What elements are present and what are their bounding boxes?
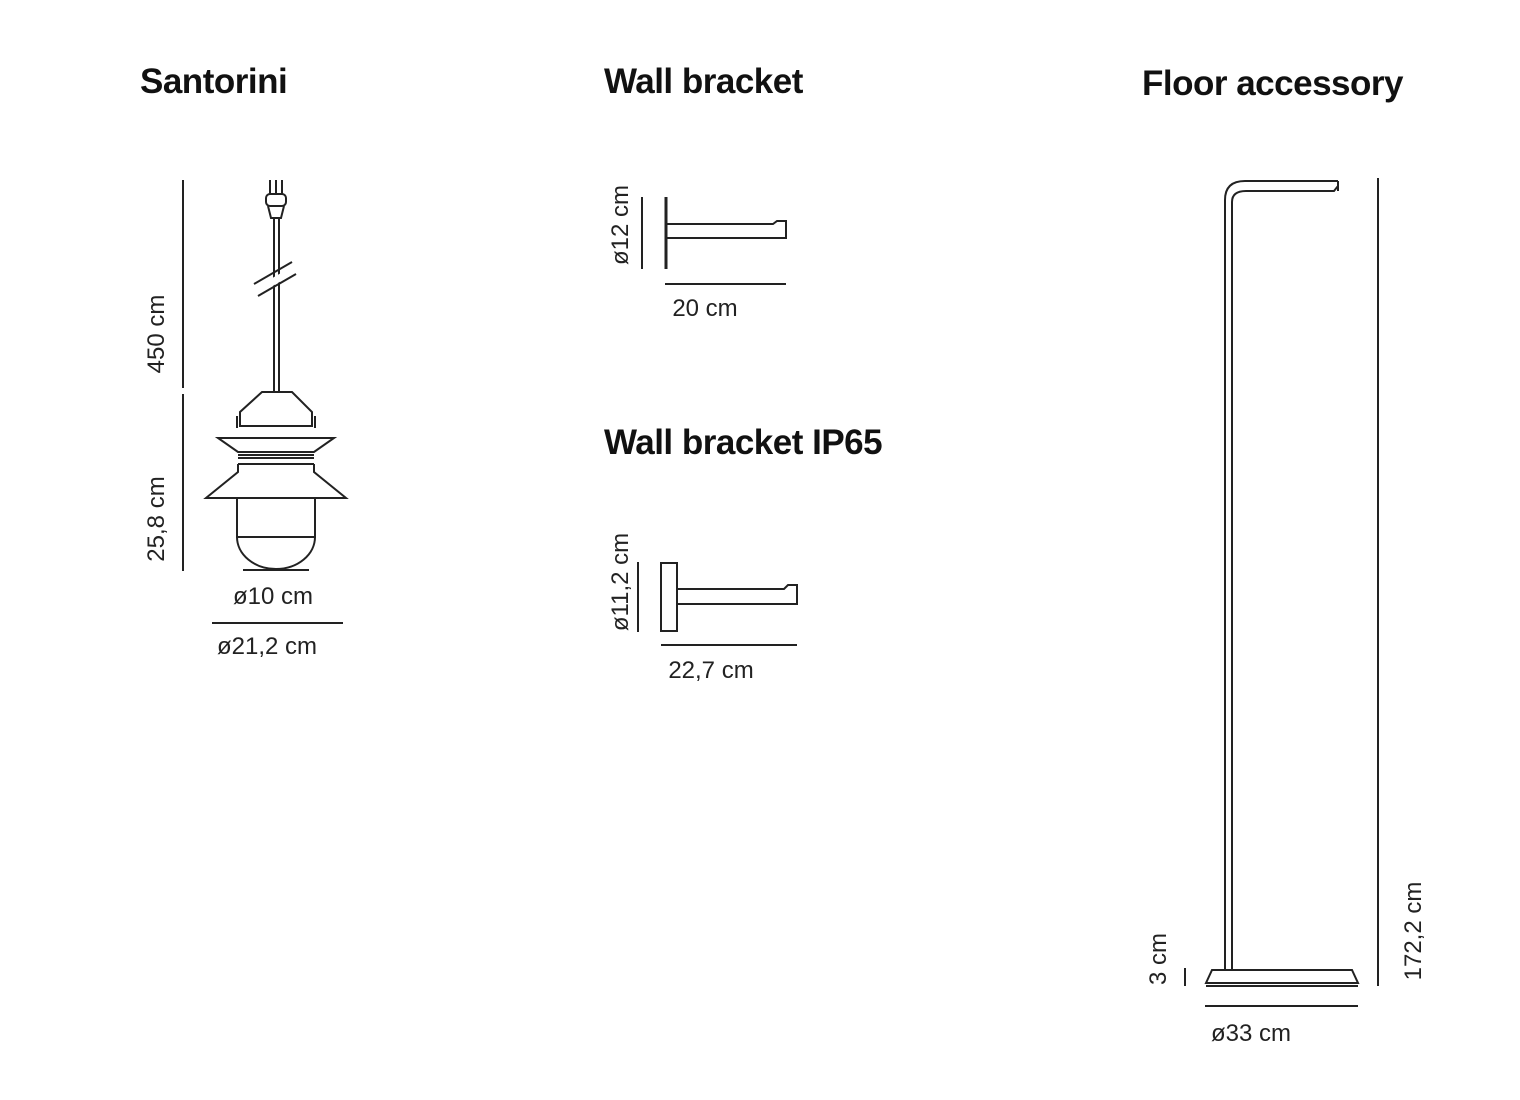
santorini-lamp-height-label: 25,8 cm [143, 476, 170, 562]
wall-bracket-ip65-depth-label: 22,7 cm [668, 657, 754, 684]
santorini-diffuser-diameter-label: ø10 cm [232, 583, 314, 610]
wall-bracket-ip65-diameter-label: ø11,2 cm [607, 532, 634, 632]
wall-bracket-title: Wall bracket [604, 62, 803, 101]
plug-icon [265, 180, 287, 219]
santorini-shade-diameter-label: ø21,2 cm [216, 633, 318, 660]
lamp-body [203, 391, 349, 571]
santorini-title: Santorini [140, 62, 288, 101]
wall-bracket-depth-label: 20 cm [672, 295, 738, 322]
wall-bracket-ip65-title: Wall bracket IP65 [604, 423, 883, 462]
cable [253, 218, 297, 392]
floor-total-height-label: 172,2 cm [1400, 881, 1427, 981]
floor-accessory-drawing [1184, 178, 1379, 1007]
wall-bracket-diameter-label: ø12 cm [607, 184, 634, 266]
santorini-cable-height-label: 450 cm [143, 294, 170, 374]
wall-bracket-ip65-drawing [637, 562, 798, 646]
floor-accessory-title: Floor accessory [1142, 64, 1403, 103]
santorini-drawing [182, 180, 349, 624]
floor-base-diameter-label: ø33 cm [1210, 1020, 1292, 1047]
floor-base-height-label: 3 cm [1145, 932, 1172, 986]
wall-bracket-drawing [641, 197, 787, 285]
